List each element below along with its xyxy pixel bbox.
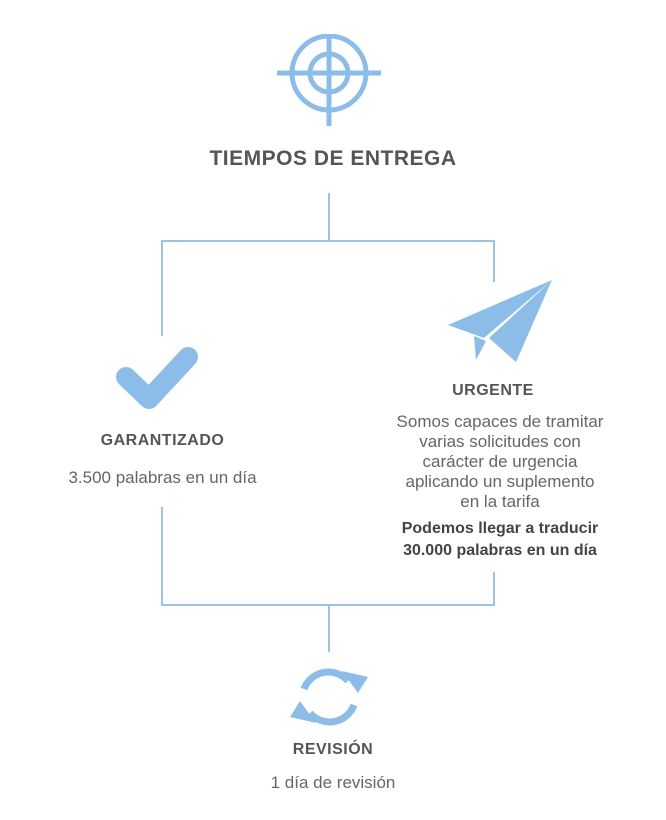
refresh-icon	[290, 668, 368, 726]
urgent-text-line: aplicando un suplemento	[405, 472, 595, 491]
revision-heading: REVISIÓN	[292, 741, 374, 758]
guaranteed-heading: GARANTIZADO	[100, 432, 225, 449]
revision-text: 1 día de revisión	[270, 773, 396, 792]
target-icon	[277, 34, 381, 126]
urgent-text-line: Somos capaces de tramitar	[396, 412, 604, 431]
connector-left-bottom	[161, 507, 163, 606]
connector-bottom-stem	[328, 604, 330, 652]
urgent-text-line: en la tarifa	[460, 492, 540, 511]
checkmark-icon	[116, 347, 198, 409]
connector-right-top	[493, 240, 495, 282]
urgent-bold-line: Podemos llegar a traducir	[401, 520, 599, 537]
paper-plane-icon	[448, 280, 552, 362]
guaranteed-text: 3.500 palabras en un día	[68, 468, 257, 487]
page-title: TIEMPOS DE ENTREGA	[209, 147, 457, 170]
connector-left-top	[161, 240, 163, 336]
urgent-description: Somos capaces de tramitar varias solicit…	[340, 412, 660, 512]
urgent-text-line: carácter de urgencia	[422, 452, 578, 471]
urgent-heading: URGENTE	[452, 382, 534, 399]
urgent-bold-line: 30.000 palabras en un día	[403, 542, 597, 559]
urgent-highlight: Podemos llegar a traducir 30.000 palabra…	[340, 518, 660, 562]
connector-right-bottom	[493, 572, 495, 606]
urgent-text-line: varias solicitudes con	[419, 432, 581, 451]
connector-top-bar	[161, 240, 495, 242]
connector-top-stem	[328, 193, 330, 241]
